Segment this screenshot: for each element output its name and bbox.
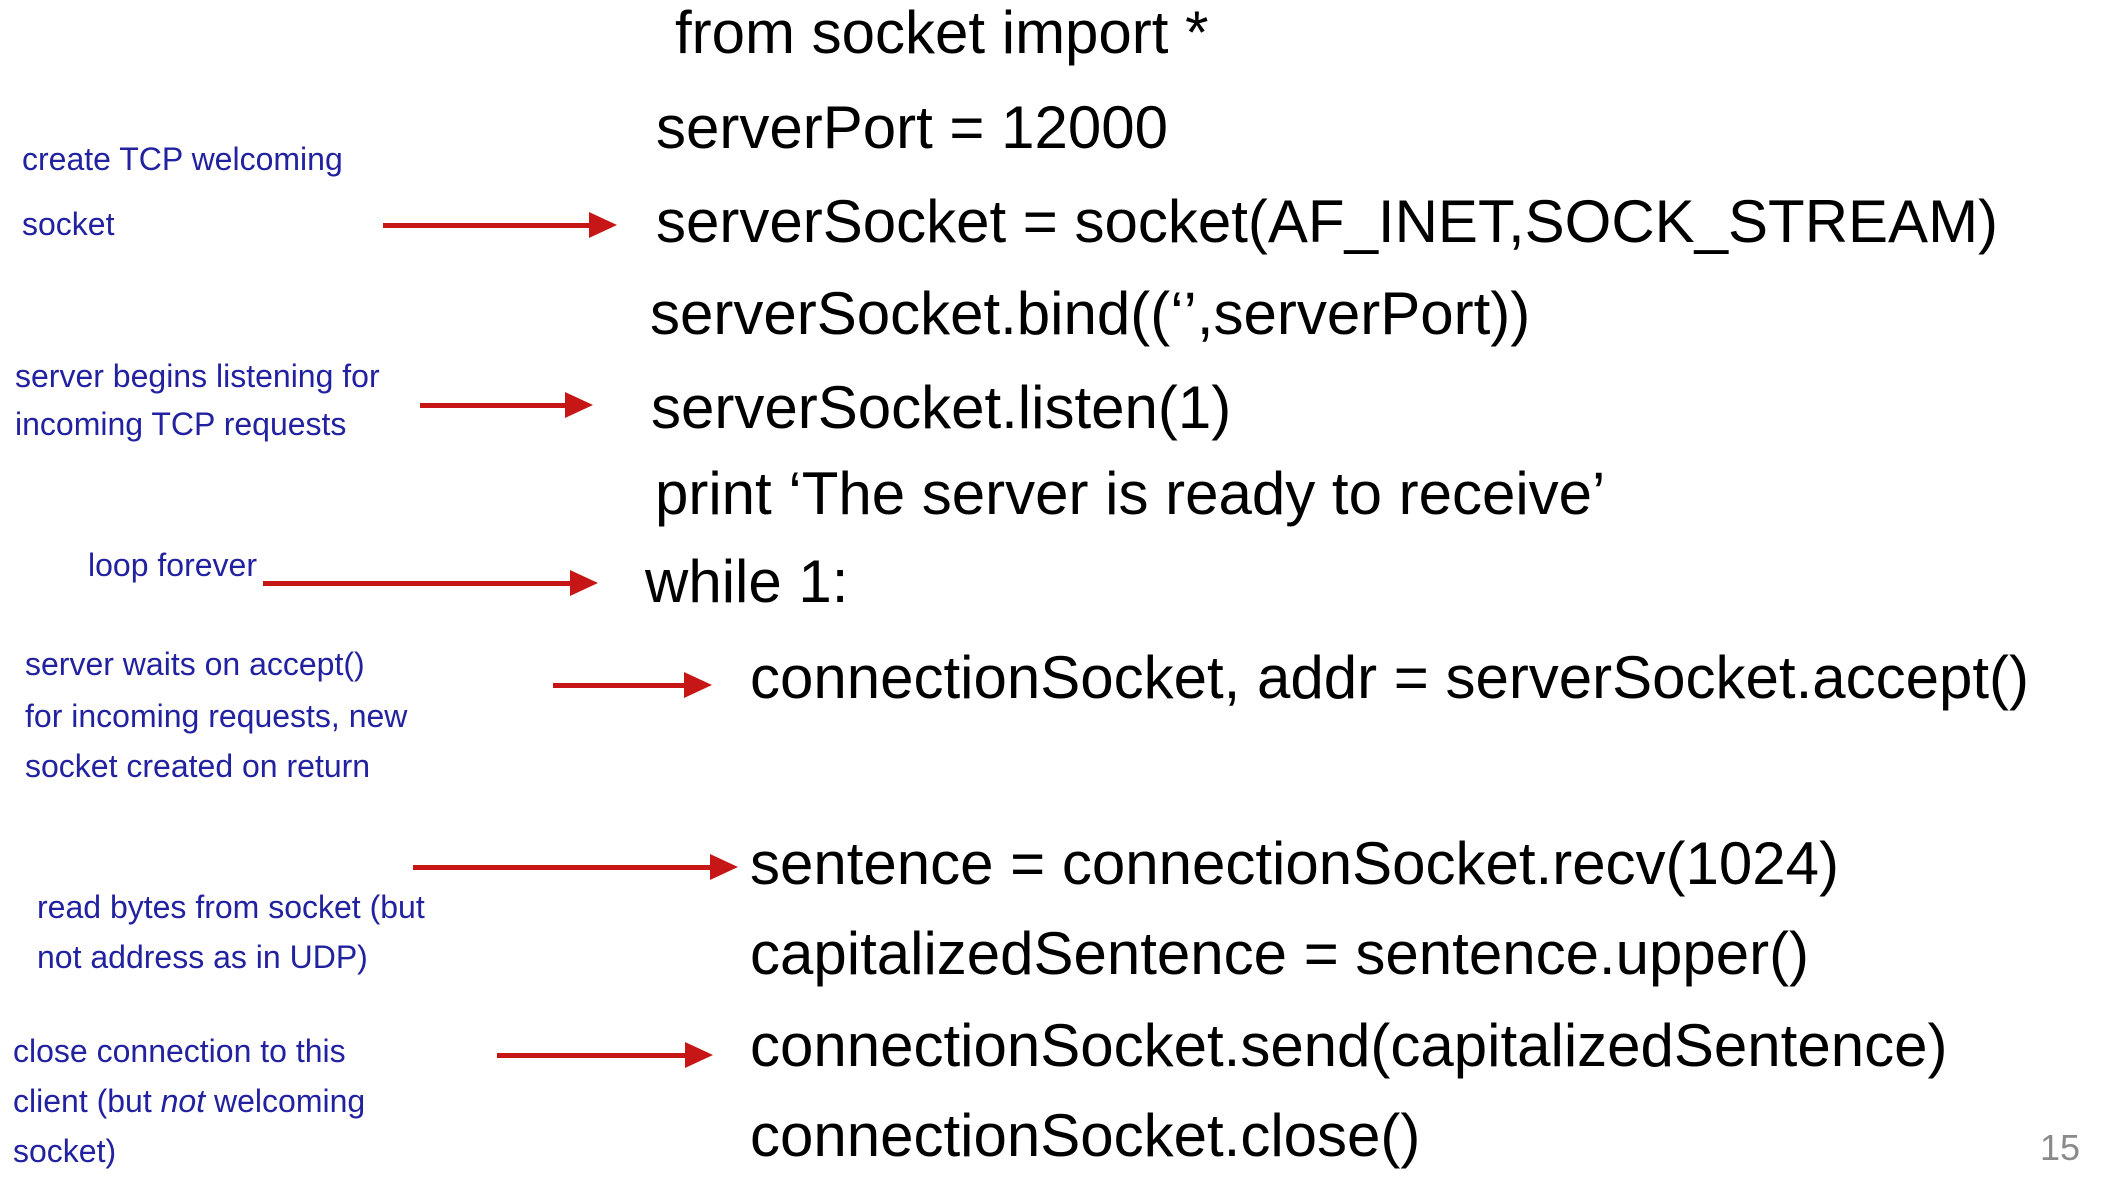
annotation-close-line2-pre: client (but: [13, 1083, 161, 1119]
code-line-bind: serverSocket.bind((‘’,serverPort)): [650, 280, 1531, 347]
annotation-close-line2: client (but not welcoming: [13, 1085, 365, 1117]
arrow-listen-icon: [420, 392, 593, 418]
annotation-create-socket-line2: socket: [22, 206, 115, 242]
arrow-close-icon: [497, 1042, 713, 1068]
code-line-accept: connectionSocket, addr = serverSocket.ac…: [750, 644, 2029, 711]
annotation-accept-line3: socket created on return: [25, 748, 371, 784]
annotation-listen-line2: incoming TCP requests: [15, 406, 347, 442]
annotation-close-line2-italic: not: [160, 1083, 206, 1119]
code-line-while: while 1:: [645, 548, 849, 615]
annotation-recv-line2: not address as in UDP): [37, 939, 368, 975]
arrow-loop-icon: [263, 570, 598, 596]
code-line-close: connectionSocket.close(): [750, 1102, 1421, 1169]
arrow-create-socket-icon: [383, 212, 617, 238]
code-line-listen: serverSocket.listen(1): [651, 374, 1232, 441]
code-line-print-ready: print ‘The server is ready to receive’: [655, 460, 1606, 527]
code-line-create-socket: serverSocket = socket(AF_INET,SOCK_STREA…: [656, 188, 1999, 255]
annotation-create-socket-line1: create TCP welcoming: [22, 141, 343, 177]
code-line-upper: capitalizedSentence = sentence.upper(): [750, 920, 1810, 987]
code-line-send: connectionSocket.send(capitalizedSentenc…: [750, 1012, 1948, 1079]
annotation-loop-forever: loop forever: [88, 547, 257, 583]
annotation-close-line1: close connection to this: [13, 1033, 346, 1069]
annotation-close-line2-post: welcoming: [205, 1083, 366, 1119]
annotation-recv-line1: read bytes from socket (but: [37, 889, 425, 925]
arrow-accept-icon: [553, 672, 712, 698]
annotation-listen-line1: server begins listening for: [15, 358, 380, 394]
code-line-import: from socket import *: [675, 0, 1209, 66]
code-line-serverport: serverPort = 12000: [656, 94, 1168, 161]
page-number: 15: [2040, 1127, 2081, 1168]
code-line-recv: sentence = connectionSocket.recv(1024): [750, 830, 1839, 897]
arrow-recv-icon: [413, 854, 738, 880]
annotation-accept-line1: server waits on accept(): [25, 646, 365, 682]
annotation-accept-line2: for incoming requests, new: [25, 698, 408, 734]
annotation-close-line3: socket): [13, 1133, 117, 1169]
